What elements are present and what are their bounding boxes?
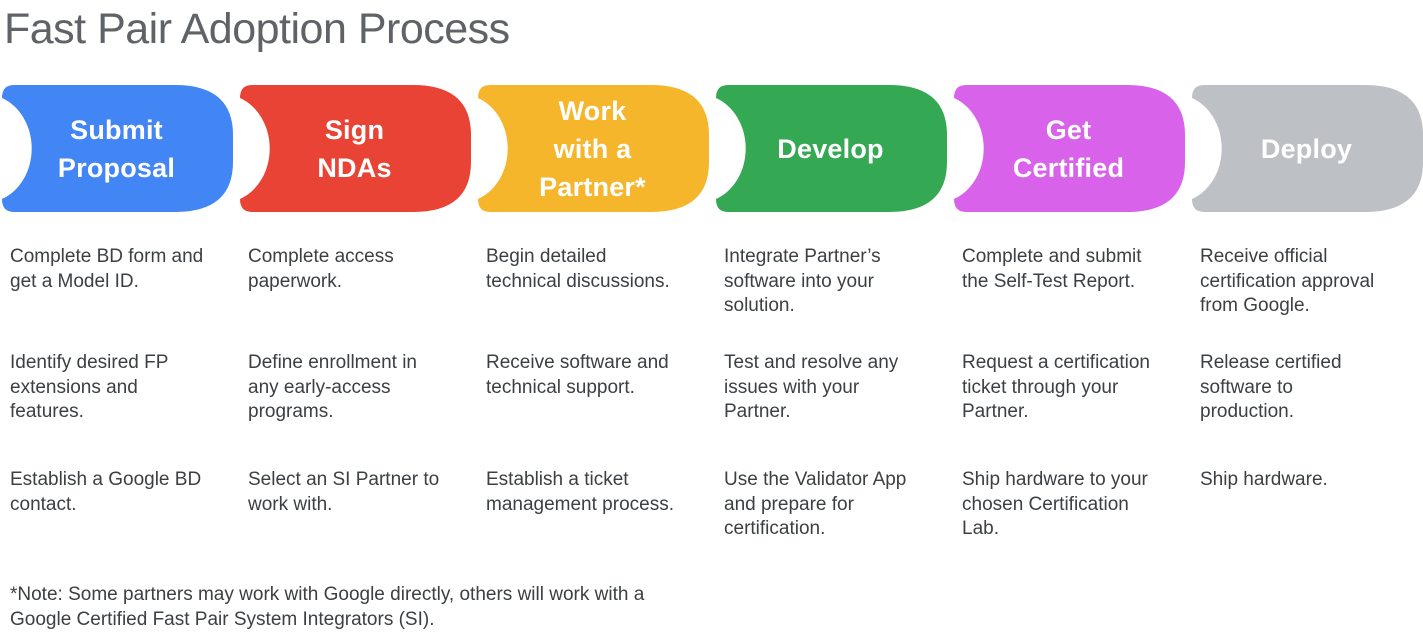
arrow-shape-icon	[2, 85, 233, 212]
step-tasks-grid: Complete BD form and get a Model ID. Com…	[0, 245, 1423, 542]
step-label: Get Certified	[1012, 114, 1125, 183]
arrow-shape-icon	[716, 85, 947, 212]
task-text: Test and resolve any issues with your Pa…	[724, 352, 899, 422]
task-text: Release certified software to production…	[1200, 352, 1342, 422]
process-steps-row: Submit Proposal Sign NDAs Work with a Pa…	[0, 85, 1423, 212]
step-get-certified: Get Certified	[952, 85, 1185, 212]
task-text: Establish a Google BD contact.	[10, 469, 202, 515]
task-text: Select an SI Partner to work with.	[248, 469, 440, 515]
task-text: Complete access paperwork.	[248, 246, 394, 292]
task-text: Ship hardware.	[1200, 469, 1328, 490]
task-text: Complete BD form and get a Model ID.	[10, 246, 204, 292]
task-text: Begin detailed technical discussions.	[486, 246, 670, 292]
step-label: Work with a Partner*	[539, 95, 646, 202]
step-submit-proposal: Submit Proposal	[0, 85, 233, 212]
step-label: Sign NDAs	[317, 114, 392, 183]
arrow-shape-icon	[240, 85, 471, 212]
step-label: Deploy	[1260, 133, 1353, 164]
task-text: Ship hardware to your chosen Certificati…	[962, 469, 1148, 539]
step-label: Submit Proposal	[57, 114, 176, 183]
step-work-with-partner: Work with a Partner*	[476, 85, 709, 212]
task-text: Complete and submit the Self-Test Report…	[962, 246, 1142, 292]
arrow-shape-icon	[954, 85, 1185, 212]
task-text: Use the Validator App and prepare for ce…	[724, 469, 907, 539]
task-text: Identify desired FP extensions and featu…	[10, 352, 169, 422]
task-text: Establish a ticket management process.	[486, 469, 674, 515]
step-sign-ndas: Sign NDAs	[238, 85, 471, 212]
task-text: Integrate Partner’s software into your s…	[724, 246, 881, 316]
task-text: Request a certification ticket through y…	[962, 352, 1150, 422]
task-text: Define enrollment in any early-access pr…	[248, 352, 417, 422]
footnote: *Note: Some partners may work with Googl…	[10, 583, 645, 630]
page-title: Fast Pair Adoption Process	[4, 5, 510, 53]
step-deploy: Deploy	[1190, 85, 1423, 212]
task-text: Receive official certification approval …	[1200, 246, 1375, 316]
arrow-shape-icon	[478, 85, 709, 212]
task-text: Receive software and technical support.	[486, 352, 669, 398]
step-label: Develop	[777, 133, 884, 164]
step-develop: Develop	[714, 85, 947, 212]
arrow-shape-icon	[1192, 85, 1423, 212]
